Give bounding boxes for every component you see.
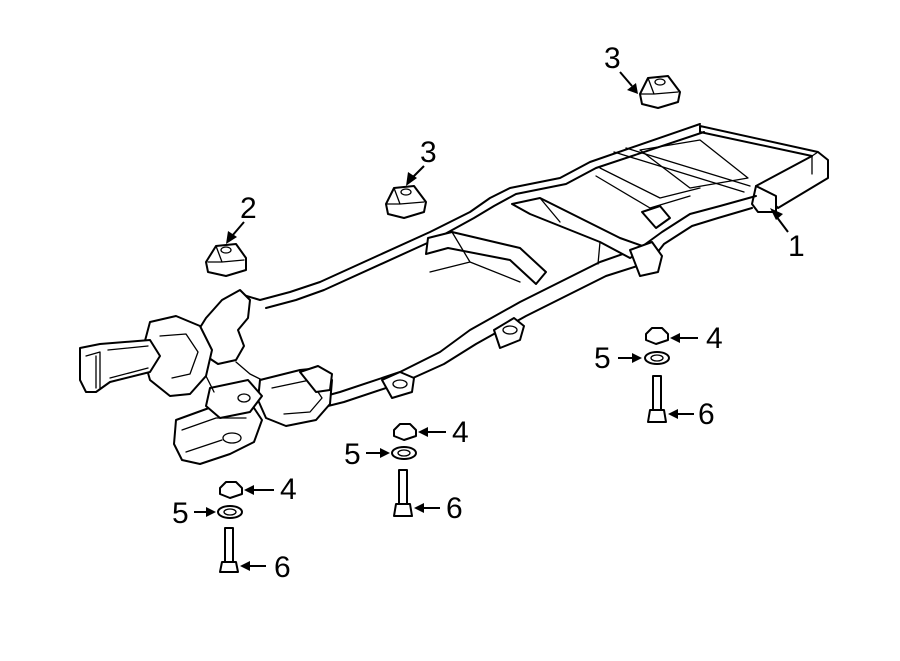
callout-2: 2 [240,192,257,225]
bolt-part-6-middle [398,469,408,505]
callout-6-right: 6 [698,398,715,431]
callout-arrows [194,71,789,571]
bolt-part-6-left [224,527,234,563]
hardware-stack-middle [391,423,417,517]
body-mount-part-3-rear [639,75,681,109]
callout-5-middle: 5 [344,438,361,471]
callout-3-front: 3 [420,136,437,169]
callout-4-middle: 4 [452,416,469,449]
cushion-part-4-left [219,481,243,499]
washer-part-5-left [217,505,243,519]
cushion-part-4-middle [393,423,417,441]
callout-6-middle: 6 [446,492,463,525]
callout-4-right: 4 [706,322,723,355]
hardware-stack-left [217,481,243,573]
callout-5-right: 5 [594,342,611,375]
washer-part-5-middle [391,446,417,460]
bolt-part-6-right [652,375,662,411]
callout-6-left: 6 [274,551,291,584]
hardware-stack-right [644,327,670,423]
callout-1: 1 [788,230,805,263]
body-mount-part-2 [205,243,247,277]
washer-part-5-right [644,351,670,365]
callout-3-rear: 3 [604,42,621,75]
callout-4-left: 4 [280,473,297,506]
frame-assembly [79,123,829,465]
body-mount-part-3-front [385,185,427,219]
callout-labels: 1 2 3 3 4 5 6 4 5 6 4 5 6 [172,42,805,584]
cushion-part-4-right [645,327,669,345]
callout-5-left: 5 [172,497,189,530]
